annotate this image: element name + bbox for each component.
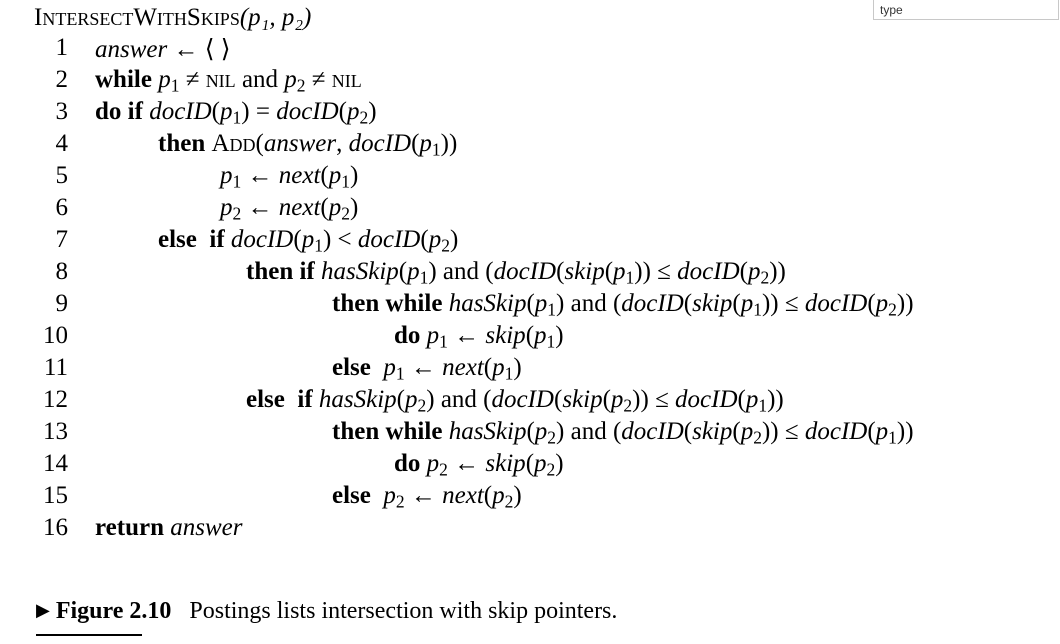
code-text: while p1 ≠ nil and p2 ≠ nil bbox=[95, 66, 362, 96]
algorithm-name: IntersectWithSkips bbox=[34, 4, 240, 31]
line-number: 13 bbox=[43, 418, 68, 445]
line-number: 6 bbox=[55, 194, 69, 221]
search-input[interactable] bbox=[873, 0, 1059, 20]
code-text: else p1 ← next(p1) bbox=[332, 354, 522, 384]
line-number: 10 bbox=[43, 322, 68, 349]
line-number: 4 bbox=[55, 130, 69, 157]
line-number: 14 bbox=[43, 450, 68, 477]
code-text: return answer bbox=[95, 514, 243, 541]
code-text: then Add(answer, docID(p1)) bbox=[158, 130, 458, 160]
caption-underline bbox=[36, 634, 142, 636]
line-number: 7 bbox=[55, 226, 69, 253]
algorithm-params: (p₁, p₂) bbox=[239, 4, 312, 31]
line-number: 16 bbox=[43, 514, 68, 541]
code-text: do if docID(p1) = docID(p2) bbox=[95, 98, 377, 128]
figure-caption: ▶ Figure 2.10 Postings lists intersectio… bbox=[36, 598, 617, 625]
figure-caption-text: Postings lists intersection with skip po… bbox=[189, 598, 618, 624]
code-text: else if docID(p1) < docID(p2) bbox=[158, 226, 459, 256]
code-text: p2 ← next(p2) bbox=[220, 194, 359, 224]
code-text: then while hasSkip(p2) and (docID(skip(p… bbox=[332, 418, 914, 448]
triangle-icon: ▶ bbox=[36, 600, 50, 620]
code-text: do p2 ← skip(p2) bbox=[394, 450, 564, 480]
line-number: 12 bbox=[43, 386, 68, 413]
code-text: then while hasSkip(p1) and (docID(skip(p… bbox=[332, 290, 914, 320]
code-text: then if hasSkip(p1) and (docID(skip(p1))… bbox=[246, 258, 786, 288]
figure-label: Figure 2.10 bbox=[55, 598, 172, 624]
line-number: 11 bbox=[43, 354, 68, 381]
code-text: do p1 ← skip(p1) bbox=[394, 322, 564, 352]
code-text: else p2 ← next(p2) bbox=[332, 482, 522, 512]
line-number: 9 bbox=[55, 290, 69, 317]
line-number: 8 bbox=[55, 258, 69, 285]
algorithm-title: IntersectWithSkips(p₁, p₂) bbox=[34, 4, 311, 32]
code-text: else if hasSkip(p2) and (docID(skip(p2))… bbox=[246, 386, 784, 416]
line-number: 5 bbox=[55, 162, 69, 189]
line-number: 2 bbox=[55, 66, 69, 93]
code-text: p1 ← next(p1) bbox=[220, 162, 359, 192]
line-number: 15 bbox=[43, 482, 68, 509]
line-number: 1 bbox=[55, 34, 69, 61]
line-number: 3 bbox=[55, 98, 69, 125]
code-text: answer ← ⟨ ⟩ bbox=[95, 36, 231, 63]
